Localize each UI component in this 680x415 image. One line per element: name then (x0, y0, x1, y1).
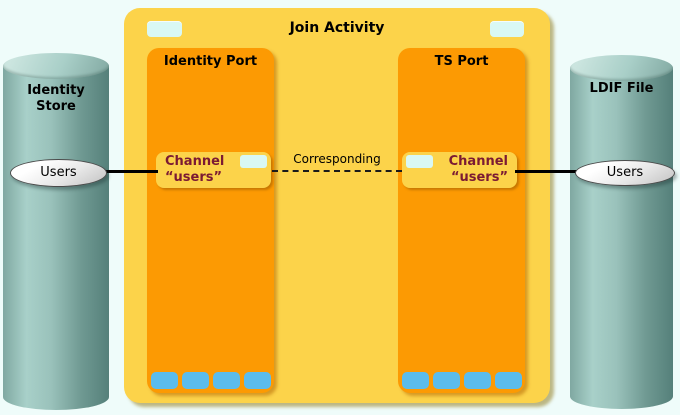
identity-port-channel-box: Channel “users” (156, 152, 271, 188)
channel-label-line1: Channel (448, 154, 508, 169)
connector-tab-blue-icon (181, 372, 209, 389)
connector-tab-blue-icon (243, 372, 271, 389)
identity-store-users-oval: Users (10, 159, 107, 187)
channel-label-line2: “users” (450, 170, 508, 185)
connector-tab-blue-icon (212, 372, 240, 389)
identity-port: Identity Port Channel “users” (147, 48, 274, 393)
cylinder-body (570, 68, 673, 409)
join-activity-title: Join Activity (289, 20, 385, 36)
ldif-file-label: LDIF File (589, 81, 654, 96)
ts-port-title: TS Port (434, 54, 489, 69)
connector-tab-blue-icon (432, 372, 460, 389)
cylinder-top-ellipse (570, 55, 673, 81)
port-bottom-tabs (398, 372, 525, 389)
identity-store-label: Identity Store (27, 83, 85, 114)
ldif-file-users-oval: Users (575, 160, 675, 186)
corresponding-dashed-line (272, 170, 402, 172)
channel-label-line2: “users” (165, 170, 223, 185)
ldif-file-cylinder: LDIF File (570, 55, 673, 409)
connector-tab-icon (240, 155, 267, 168)
connector-tab-blue-icon (494, 372, 522, 389)
cylinder-body (3, 66, 109, 410)
identity-store-link-line (100, 170, 158, 173)
connector-tab-icon (490, 21, 524, 37)
channel-label-line1: Channel (165, 154, 225, 169)
ldif-file-link-line (515, 170, 579, 173)
join-activity-container: Join Activity Identity Port Channel “use… (124, 8, 550, 403)
port-bottom-tabs (147, 372, 274, 389)
connector-tab-icon (406, 155, 433, 168)
ts-port-channel-box: Channel “users” (402, 152, 517, 188)
connector-tab-blue-icon (401, 372, 429, 389)
ts-port: TS Port Channel “users” (398, 48, 525, 393)
connector-tab-icon (147, 21, 182, 37)
cylinder-top-ellipse (3, 53, 109, 79)
corresponding-label: Corresponding (293, 152, 381, 166)
connector-tab-blue-icon (463, 372, 491, 389)
identity-store-cylinder: Identity Store (3, 53, 109, 410)
connector-tab-blue-icon (150, 372, 178, 389)
identity-port-title: Identity Port (163, 54, 258, 69)
